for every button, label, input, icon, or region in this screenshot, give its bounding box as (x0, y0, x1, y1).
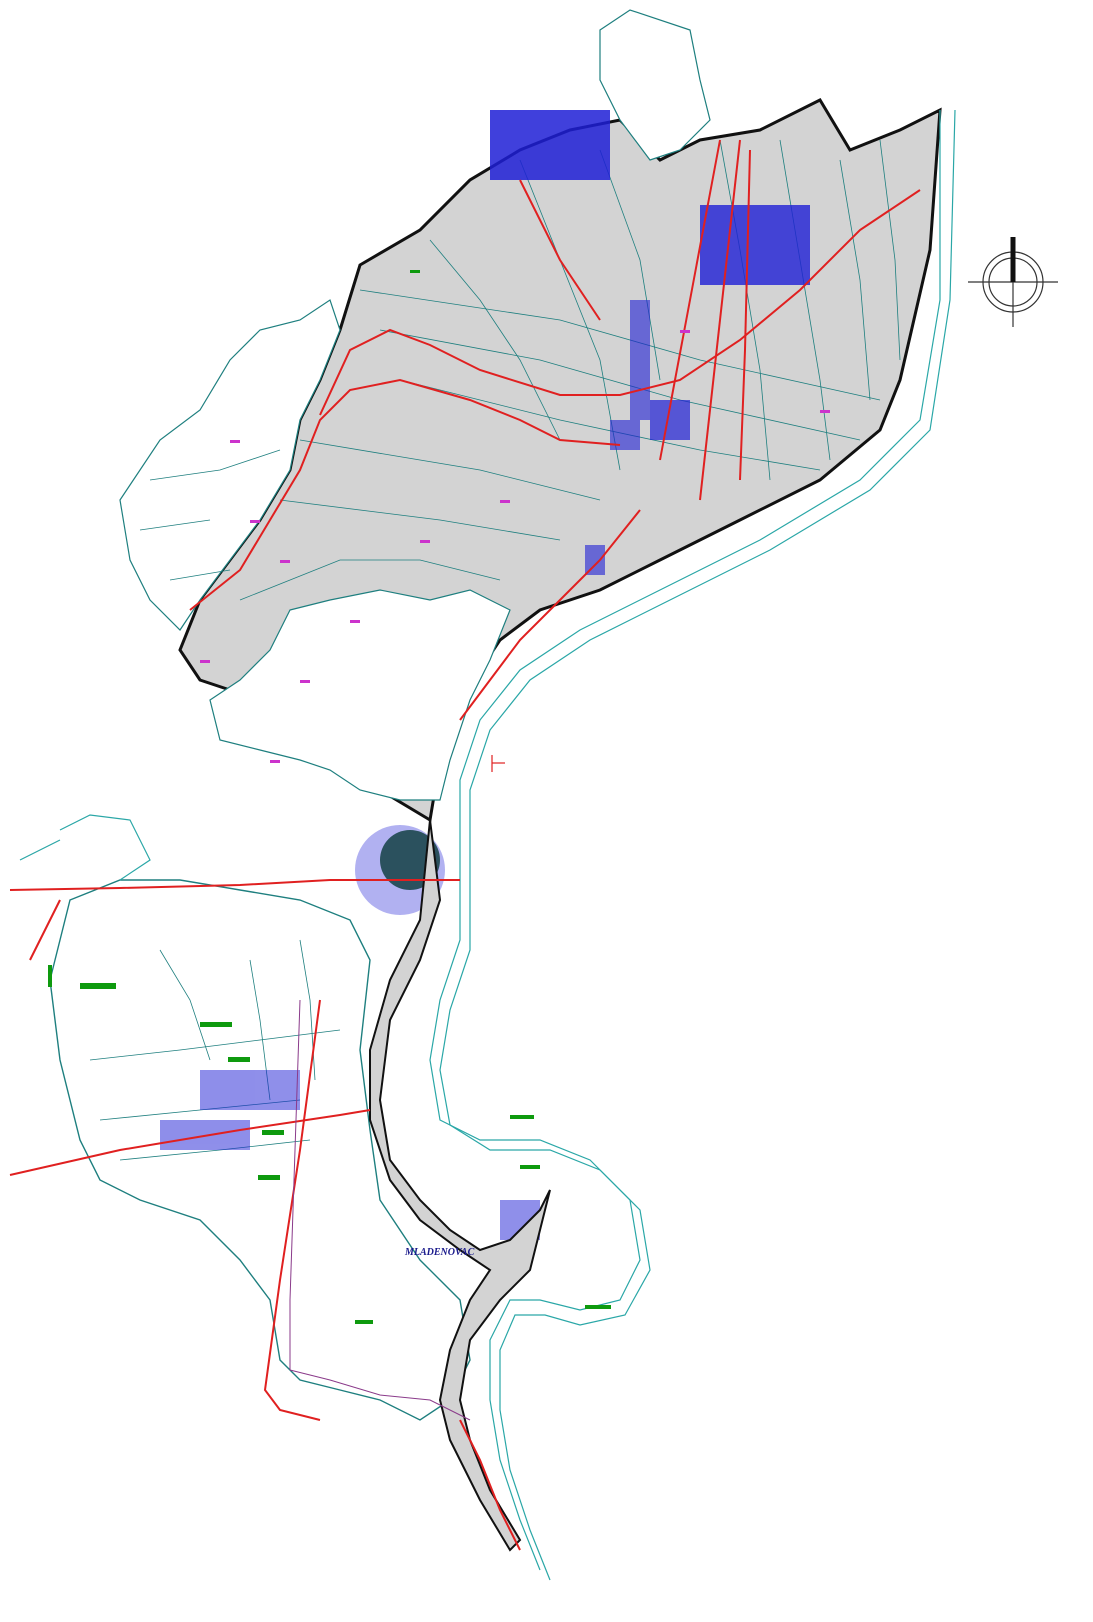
green-label-marks (48, 270, 611, 1324)
river-lines (19, 109, 956, 1581)
boundary-lines-purple (289, 999, 471, 1421)
roads-red (9, 139, 921, 1551)
north-arrow-icon (968, 237, 1058, 327)
corridor-boundary (369, 819, 551, 1552)
southern-area (49, 879, 471, 1421)
north-pocket (599, 9, 711, 161)
inner-unfilled-area (209, 589, 511, 801)
town-label-mladenovac: MLADENOVAC (404, 1247, 475, 1258)
building-clusters (355, 110, 810, 915)
magenta-label-marks (200, 330, 830, 763)
northwest-area (119, 299, 341, 631)
red-annotation (491, 755, 505, 772)
